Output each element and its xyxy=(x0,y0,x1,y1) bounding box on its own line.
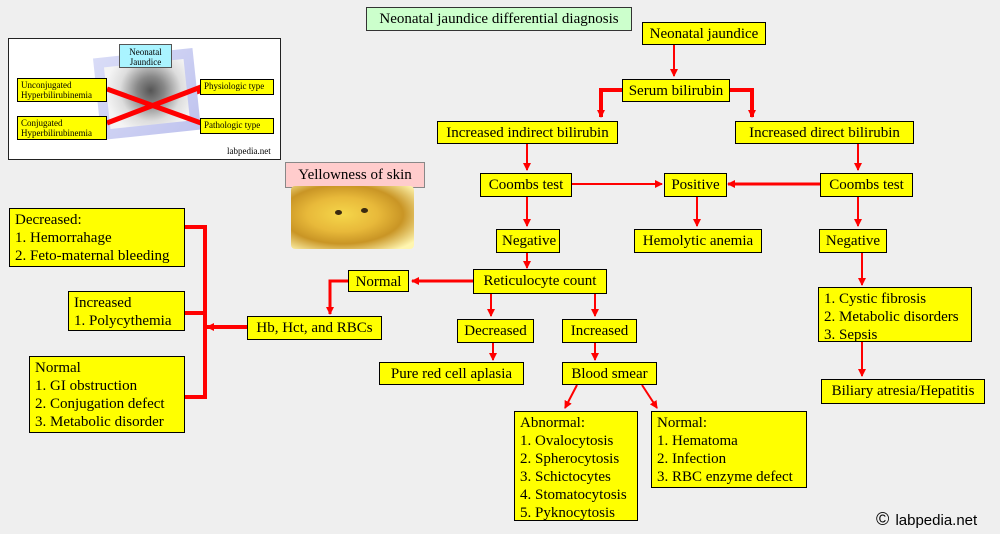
inset-overlay-lines xyxy=(106,84,202,126)
node-negative-left: Negative xyxy=(496,229,560,253)
list-abnormal-smear: Abnormal: 1. Ovalocytosis 2. Spherocytos… xyxy=(514,411,638,521)
node-reticulocyte-count: Reticulocyte count xyxy=(473,269,607,294)
node-increased-retic: Increased xyxy=(562,319,637,343)
node-coombs-right: Coombs test xyxy=(820,173,913,197)
arrow-normal-to-hb xyxy=(326,279,348,315)
node-serum-bilirubin: Serum bilirubin xyxy=(622,79,730,102)
node-coombs-left: Coombs test xyxy=(480,173,572,197)
list-normal-hb-1: 1. GI obstruction xyxy=(35,378,138,394)
list-abnormal-smear-0: Abnormal: xyxy=(520,415,585,431)
inset-neonatal-jaundice: Neonatal Jaundice xyxy=(119,44,172,68)
list-decreased-hb-1: 1. Hemorrahage xyxy=(15,230,112,246)
arrow-serum-to-direct xyxy=(729,88,756,118)
copyright-icon: © xyxy=(876,509,890,529)
list-abnormal-smear-3: 3. Schictocytes xyxy=(520,469,611,485)
bracket-hb xyxy=(184,225,207,399)
node-pure-red-cell: Pure red cell aplasia xyxy=(379,362,524,385)
list-normal-smear-3: 3. RBC enzyme defect xyxy=(657,469,793,485)
list-normal-hb-2: 2. Conjugation defect xyxy=(35,396,165,412)
inset-pathologic: Pathologic type xyxy=(200,118,274,134)
list-abnormal-smear-5: 5. Pyknocytosis xyxy=(520,505,616,521)
list-direct-causes-1: 2. Metabolic disorders xyxy=(824,309,959,325)
node-hemolytic-anemia: Hemolytic anemia xyxy=(634,229,762,253)
list-decreased-hb-2: 2. Feto-maternal bleeding xyxy=(15,248,170,264)
list-normal-smear: Normal: 1. Hematoma 2. Infection 3. RBC … xyxy=(651,411,807,488)
list-normal-hb: Normal 1. GI obstruction 2. Conjugation … xyxy=(29,356,185,433)
node-increased-direct: Increased direct bilirubin xyxy=(735,121,914,144)
list-abnormal-smear-1: 1. Ovalocytosis xyxy=(520,433,614,449)
list-direct-causes: 1. Cystic fibrosis 2. Metabolic disorder… xyxy=(818,287,972,343)
footer-text: labpedia.net xyxy=(895,512,978,529)
node-normal-retic: Normal xyxy=(348,270,409,292)
list-normal-smear-1: 1. Hematoma xyxy=(657,433,738,449)
list-normal-smear-0: Normal: xyxy=(657,415,707,431)
list-direct-causes-0: 1. Cystic fibrosis xyxy=(824,291,927,307)
footer-credit: © labpedia.net xyxy=(876,509,977,530)
list-abnormal-smear-4: 4. Stomatocytosis xyxy=(520,487,627,503)
list-decreased-hb: Decreased: 1. Hemorrahage 2. Feto-matern… xyxy=(9,208,185,267)
node-positive: Positive xyxy=(664,173,727,197)
yellowness-label: Yellowness of skin xyxy=(285,162,425,188)
list-increased-hb-0: Increased xyxy=(74,295,132,311)
node-increased-indirect: Increased indirect bilirubin xyxy=(437,121,618,144)
node-decreased-retic: Decreased xyxy=(457,319,534,343)
inset-unconjugated: Unconjugated Hyperbilirubinemia xyxy=(17,78,107,102)
arrow-serum-to-indirect xyxy=(597,88,622,118)
inset-physiologic: Physiologic type xyxy=(200,79,274,95)
node-neonatal-jaundice: Neonatal jaundice xyxy=(642,22,766,45)
list-normal-hb-3: 3. Metabolic disorder xyxy=(35,414,164,430)
page-title: Neonatal jaundice differential diagnosis xyxy=(366,7,632,31)
node-negative-right: Negative xyxy=(819,229,887,253)
arrow-smear-to-abnormal xyxy=(564,384,578,409)
inset-credit: labpedia.net xyxy=(227,146,271,156)
list-increased-hb-1: 1. Polycythemia xyxy=(74,313,172,329)
inset-figure: Neonatal Jaundice Unconjugated Hyperbili… xyxy=(8,38,281,160)
inset-conjugated: Conjugated Hyperbilirubinemia xyxy=(17,116,107,140)
list-direct-causes-2: 3. Sepsis xyxy=(824,327,878,343)
node-blood-smear: Blood smear xyxy=(562,362,657,385)
list-normal-hb-0: Normal xyxy=(35,360,81,376)
arrow-smear-to-normal xyxy=(641,384,658,409)
list-normal-smear-2: 2. Infection xyxy=(657,451,727,467)
node-biliary: Biliary atresia/Hepatitis xyxy=(821,379,985,404)
list-abnormal-smear-2: 2. Spherocytosis xyxy=(520,451,620,467)
jaundiced-baby-image xyxy=(291,186,414,249)
list-increased-hb: Increased 1. Polycythemia xyxy=(68,291,185,331)
list-decreased-hb-0: Decreased: xyxy=(15,212,82,228)
node-hb-hct-rbc: Hb, Hct, and RBCs xyxy=(247,316,382,340)
